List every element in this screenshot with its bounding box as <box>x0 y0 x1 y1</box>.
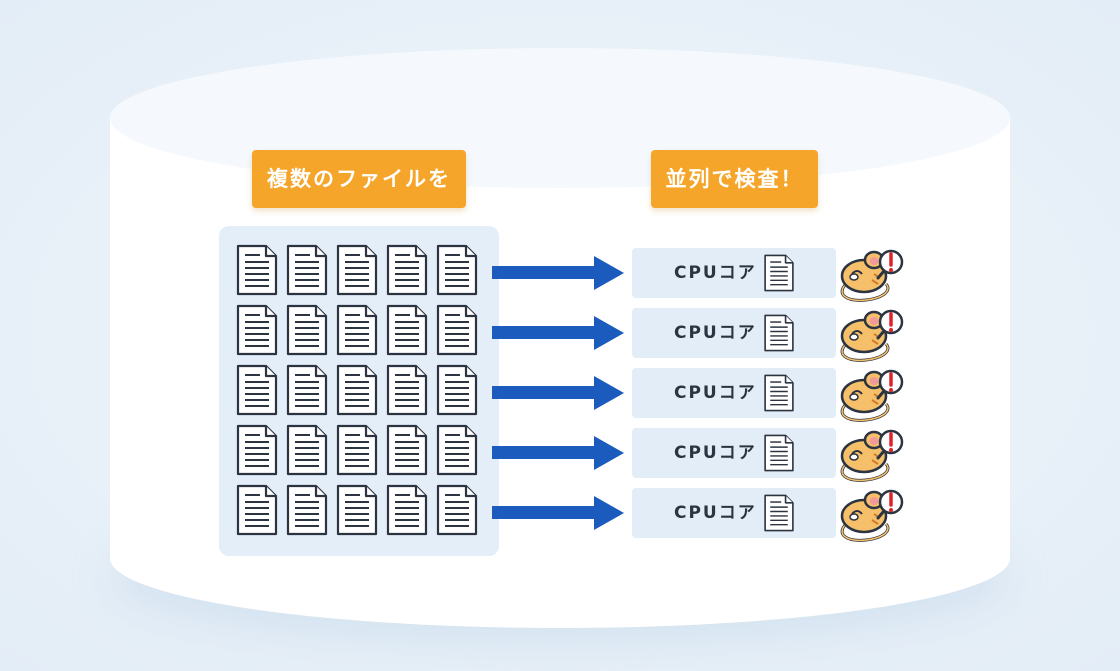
document-icon <box>286 484 328 536</box>
document-icon <box>336 304 378 356</box>
flow-arrow <box>492 495 624 531</box>
document-icon <box>763 434 795 472</box>
document-icon <box>336 364 378 416</box>
mouse-scanner-icon <box>836 484 904 544</box>
mouse-scanner-icon <box>836 304 904 364</box>
cpu-core-label: CPUコア <box>674 383 757 403</box>
document-icon <box>763 494 795 532</box>
document-icon <box>386 364 428 416</box>
cpu-core-label: CPUコア <box>674 263 757 283</box>
document-icon <box>236 304 278 356</box>
document-icon <box>286 424 328 476</box>
cpu-core-box: CPUコア <box>632 488 836 538</box>
mouse-scanner-icon <box>836 424 904 484</box>
document-icon <box>436 484 478 536</box>
flow-arrow <box>492 255 624 291</box>
document-icon <box>436 304 478 356</box>
document-icon <box>386 304 428 356</box>
document-icon <box>436 424 478 476</box>
document-icon <box>386 424 428 476</box>
document-icon <box>763 314 795 352</box>
document-icon <box>286 244 328 296</box>
flow-arrow <box>492 375 624 411</box>
mouse-scanner-icon <box>836 364 904 424</box>
document-icon <box>336 484 378 536</box>
cpu-core-box: CPUコア <box>632 248 836 298</box>
document-icon <box>436 244 478 296</box>
document-icon <box>386 484 428 536</box>
parallel-scan-label: 並列で検査！ <box>651 150 818 208</box>
flow-arrow <box>492 315 624 351</box>
document-icon <box>236 244 278 296</box>
document-icon <box>286 364 328 416</box>
document-icon <box>336 244 378 296</box>
cpu-core-box: CPUコア <box>632 428 836 478</box>
document-icon <box>236 364 278 416</box>
cpu-core-label: CPUコア <box>674 443 757 463</box>
cpu-core-box: CPUコア <box>632 308 836 358</box>
multiple-files-label: 複数のファイルを <box>252 150 466 208</box>
mouse-scanner-icon <box>836 244 904 304</box>
document-icon <box>236 484 278 536</box>
document-icon <box>336 424 378 476</box>
document-icon <box>236 424 278 476</box>
document-icon <box>763 374 795 412</box>
document-icon <box>763 254 795 292</box>
document-icon <box>436 364 478 416</box>
cpu-core-box: CPUコア <box>632 368 836 418</box>
flow-arrow <box>492 435 624 471</box>
cpu-core-label: CPUコア <box>674 323 757 343</box>
document-icon <box>386 244 428 296</box>
cylinder-top <box>110 48 1010 188</box>
document-icon <box>286 304 328 356</box>
cpu-core-label: CPUコア <box>674 503 757 523</box>
